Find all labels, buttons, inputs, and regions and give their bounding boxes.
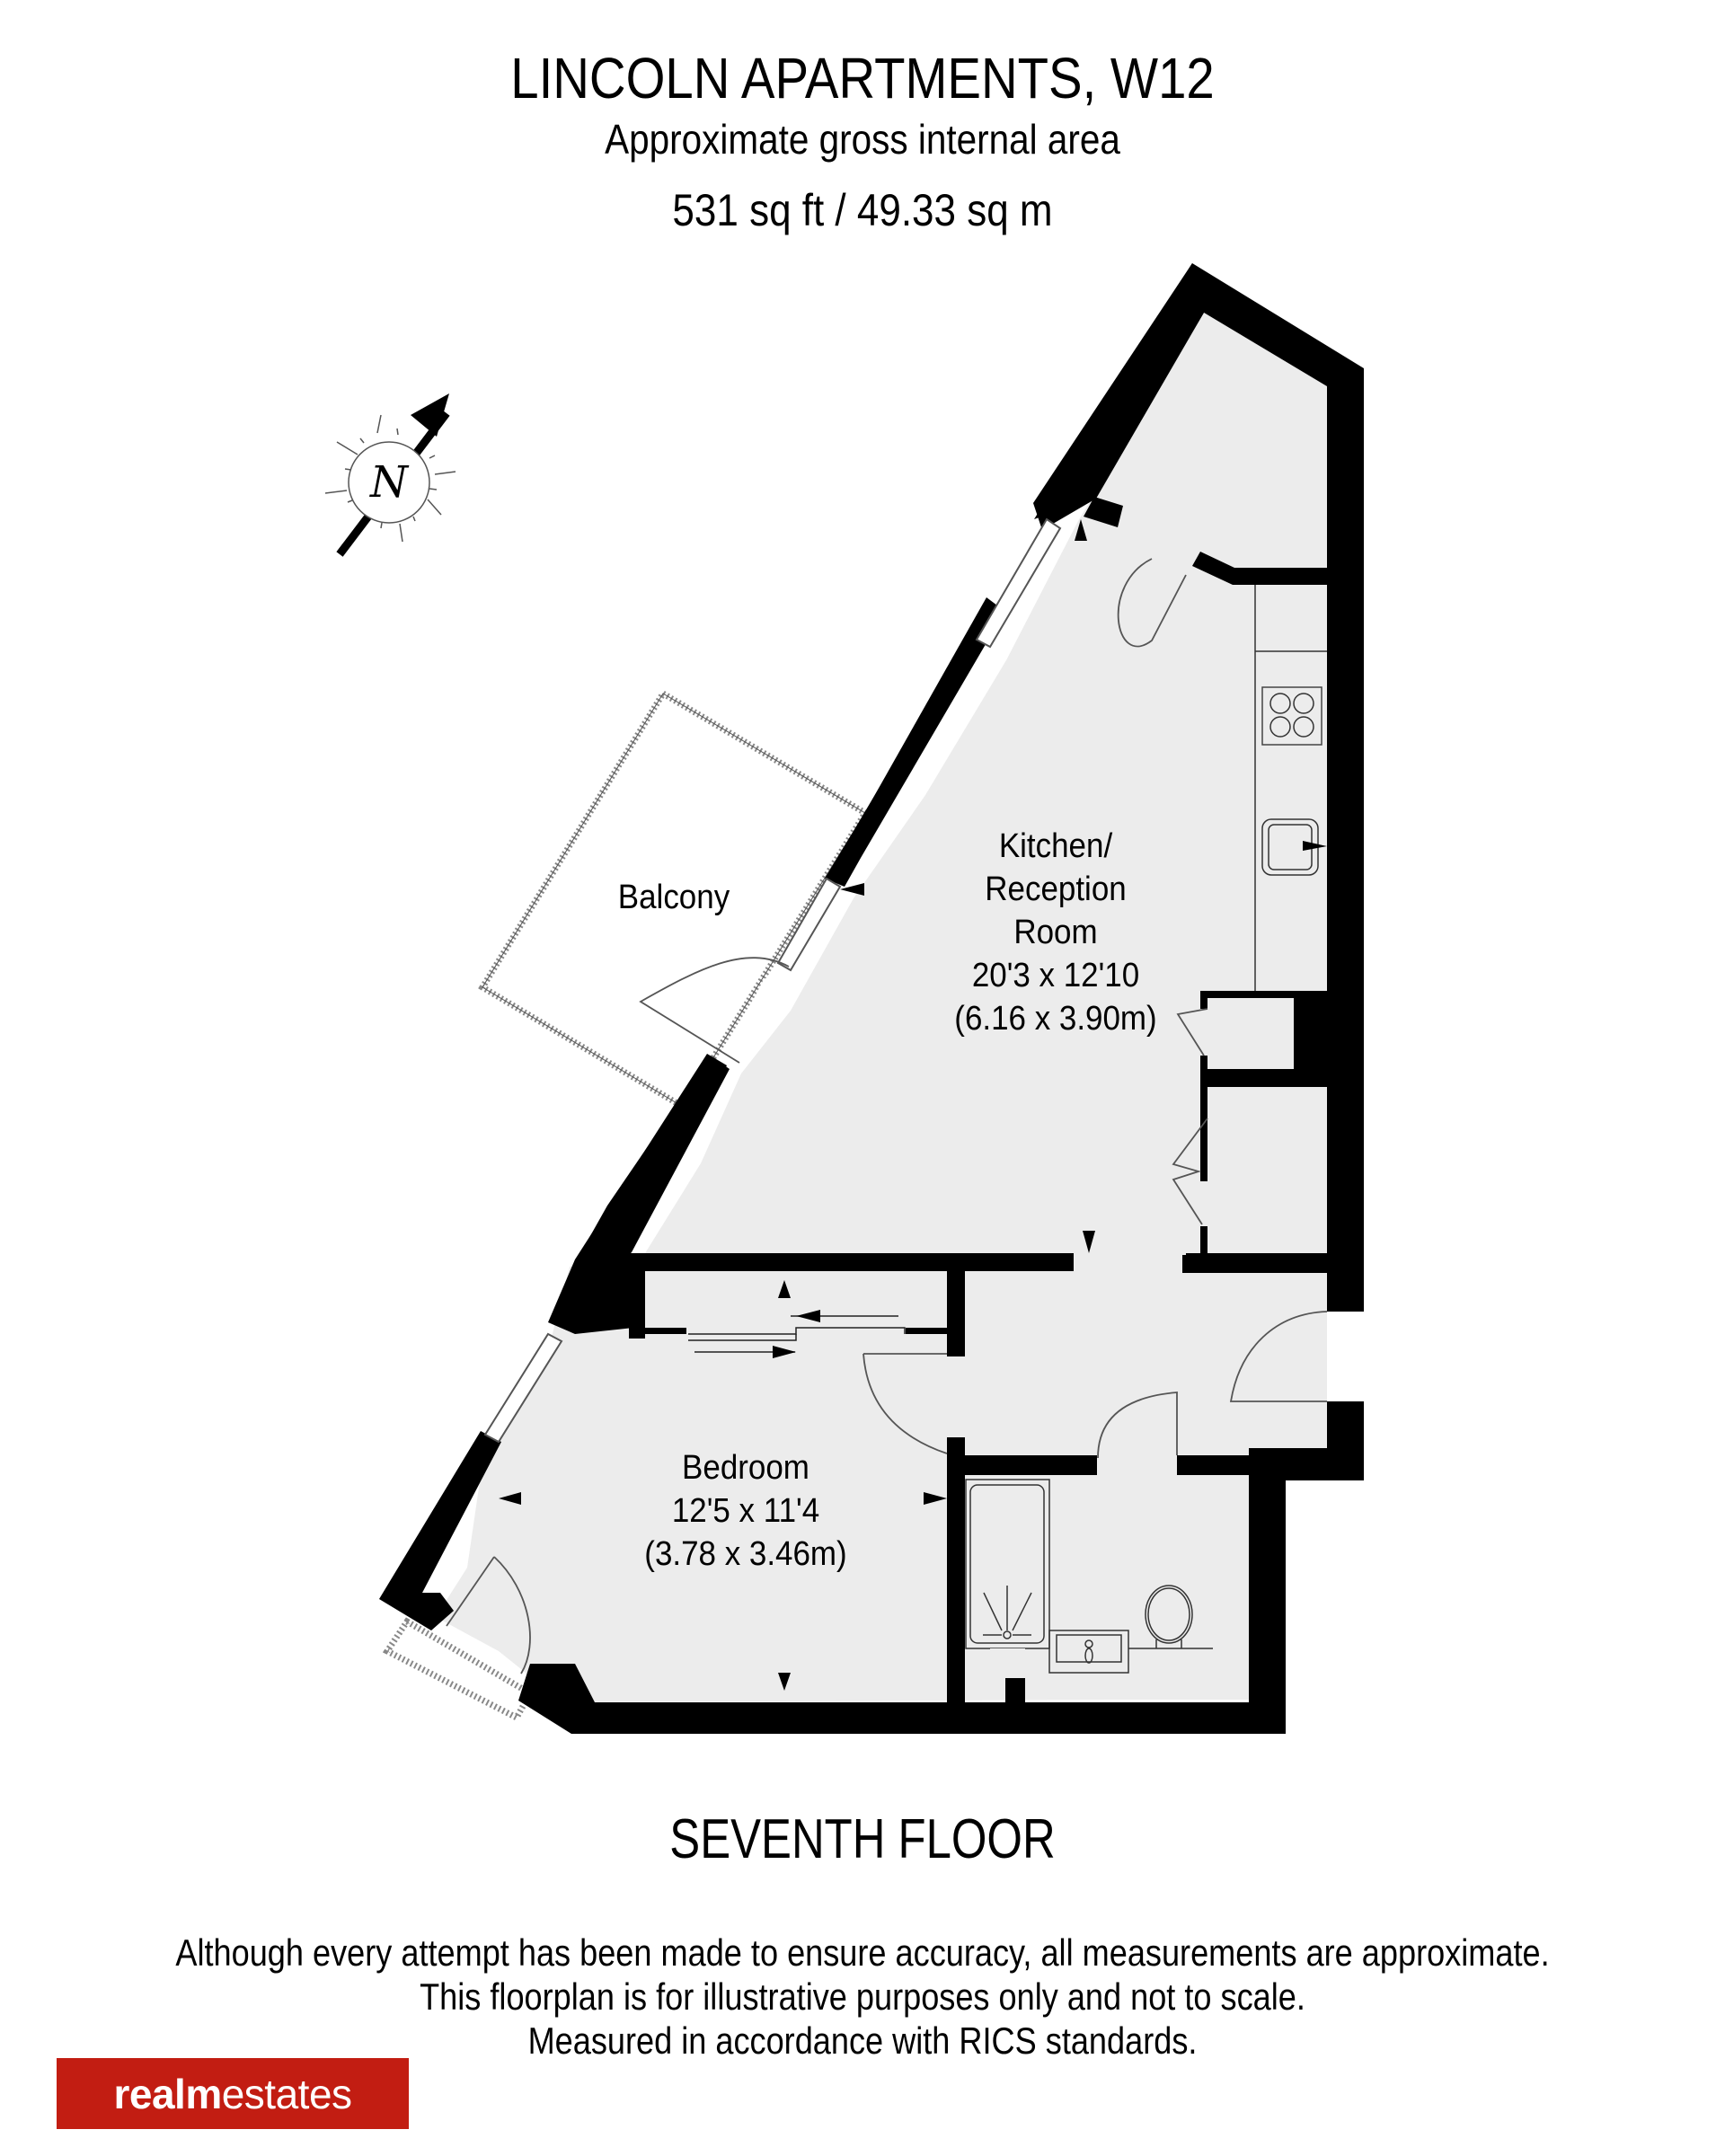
room-dimensions-metric: (6.16 x 3.90m) [954, 1000, 1157, 1038]
disclaimer-line-3: Measured in accordance with RICS standar… [527, 2019, 1198, 2062]
room-name: Balcony [617, 879, 730, 916]
room-balcony: Balcony [599, 876, 748, 919]
walls [379, 263, 1364, 1734]
room-name: Bedroom [682, 1449, 809, 1487]
logo-regular-text: estates [221, 2070, 352, 2117]
bathroom-fixtures [965, 1479, 1213, 1678]
basin-icon [1048, 1630, 1129, 1674]
area-value: 531 sq ft / 49.33 sq m [672, 185, 1053, 235]
disclaimer-line-1: Although every attempt has been made to … [175, 1931, 1550, 1974]
measurement-arrows [499, 519, 1095, 1691]
kitchen-worktop [1254, 585, 1327, 991]
area-caption: Approximate gross internal area [605, 116, 1120, 163]
room-name: Kitchen/ [998, 827, 1113, 865]
room-dimensions-metric: (3.78 x 3.46m) [644, 1535, 847, 1573]
logo-bold-text: realm [113, 2070, 222, 2117]
toilet-icon [1145, 1585, 1193, 1644]
room-name: Reception [985, 870, 1127, 908]
room-name: Room [1013, 914, 1098, 951]
doors [446, 558, 1328, 1674]
juliet-balcony [382, 1617, 535, 1722]
room-dimensions-imperial: 12'5 x 11'4 [671, 1492, 820, 1530]
compass-n-label: N [369, 457, 410, 508]
room-bedroom: Bedroom 12'5 x 11'4 (3.78 x 3.46m) [622, 1446, 870, 1576]
wardrobe [645, 1271, 947, 1353]
hob-icon [1261, 686, 1322, 746]
room-kitchen-reception: Kitchen/ Reception Room 20'3 x 12'10 (6.… [936, 825, 1176, 1040]
floor-area [436, 313, 1327, 1702]
floor-name: SEVENTH FLOOR [669, 1808, 1056, 1870]
plan-title: LINCOLN APARTMENTS, W12 [510, 46, 1215, 110]
north-arrow-icon: N [324, 393, 456, 557]
room-dimensions-imperial: 20'3 x 12'10 [971, 957, 1140, 994]
bathtub-icon [969, 1484, 1045, 1644]
disclaimer-line-2: This floorplan is for illustrative purpo… [420, 1975, 1305, 2018]
windows [483, 517, 1062, 1444]
